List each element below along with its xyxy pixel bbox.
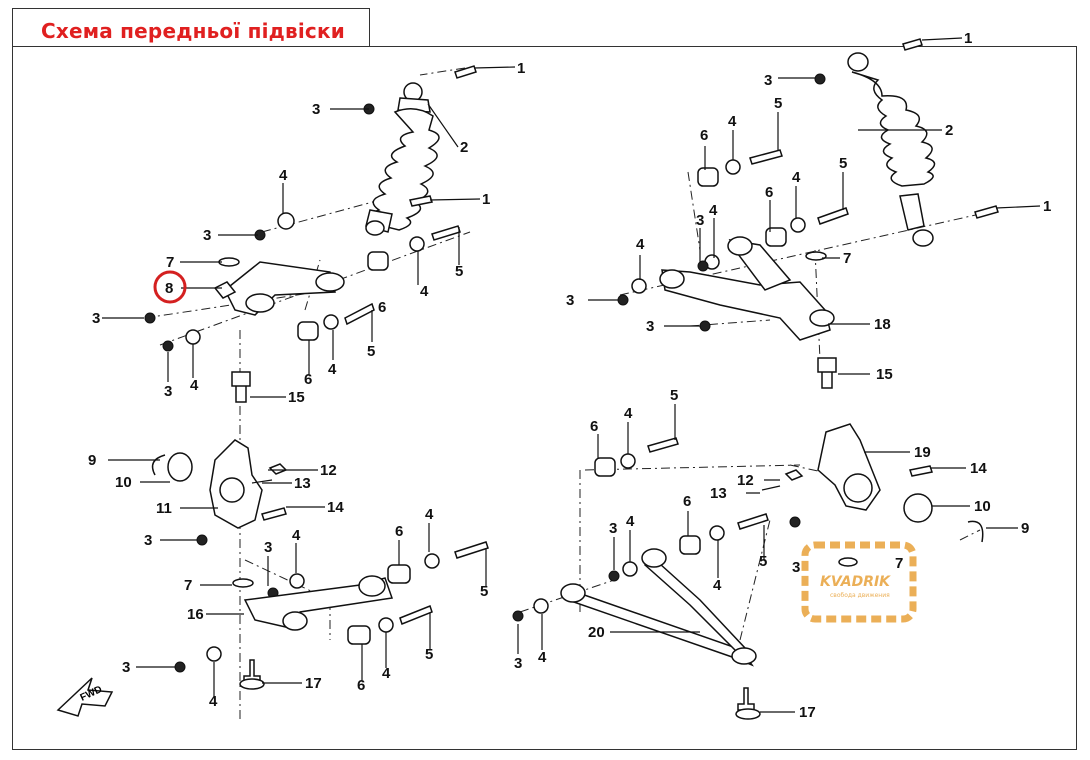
callout-6: 6 [765, 184, 773, 201]
callout-4: 4 [709, 202, 718, 219]
callout-15: 15 [288, 389, 305, 406]
callout-6: 6 [683, 493, 691, 510]
callout-1: 1 [1043, 198, 1051, 215]
callout-3: 3 [92, 310, 100, 327]
callout-7: 7 [166, 254, 174, 271]
watermark-brand: KVADRIK [820, 574, 891, 590]
callout-1: 1 [482, 191, 490, 208]
callout-3: 3 [646, 318, 654, 335]
callout-7: 7 [184, 577, 192, 594]
lower-a-arm-left [243, 575, 394, 631]
callout-17: 17 [799, 704, 816, 721]
callout-12: 12 [737, 472, 754, 489]
callout-labels: 1 2 1 3 4 3 7 8 3 5 4 6 5 4 6 3 4 15 12 … [88, 30, 1051, 721]
watermark-logo: KVADRIK свобода движения [801, 541, 917, 623]
callout-4: 4 [728, 113, 737, 130]
callout-4: 4 [420, 283, 429, 300]
steering-knuckle-left [209, 439, 263, 529]
shock-absorber-right [847, 52, 936, 247]
shock-absorber-left [365, 82, 440, 236]
callout-18: 18 [874, 316, 891, 333]
callout-4: 4 [328, 361, 337, 378]
callout-3: 3 [792, 559, 800, 576]
callout-9: 9 [88, 452, 96, 469]
watermark-tagline: свобода движения [830, 592, 890, 599]
callout-1: 1 [964, 30, 972, 47]
callout-4: 4 [624, 405, 633, 422]
callout-17: 17 [305, 675, 322, 692]
callout-6: 6 [590, 418, 598, 435]
callout-13: 13 [294, 475, 311, 492]
steering-knuckle-right [817, 423, 881, 511]
callout-5: 5 [670, 387, 678, 404]
callout-16: 16 [187, 606, 204, 623]
fwd-arrow: FWD [56, 677, 114, 717]
callout-4: 4 [636, 236, 645, 253]
callout-8: 8 [165, 280, 173, 297]
callout-6: 6 [304, 371, 312, 388]
callout-6: 6 [700, 127, 708, 144]
callout-3: 3 [696, 212, 704, 229]
callout-3: 3 [514, 655, 522, 672]
callout-3: 3 [264, 539, 272, 556]
callout-2: 2 [460, 139, 468, 156]
callout-3: 3 [122, 659, 130, 676]
callout-4: 4 [792, 169, 801, 186]
callout-14: 14 [327, 499, 344, 516]
diagram-frame [12, 46, 1077, 750]
page-title: Схема передньої підвіски [41, 19, 345, 43]
callout-14: 14 [970, 460, 987, 477]
callout-6: 6 [395, 523, 403, 540]
left-assembly: FWD [56, 65, 516, 720]
callout-4: 4 [425, 506, 434, 523]
highlight-circle-8 [153, 270, 187, 304]
callout-5: 5 [455, 263, 463, 280]
callout-7: 7 [895, 555, 903, 572]
callout-15: 15 [876, 366, 893, 383]
callout-3: 3 [312, 101, 320, 118]
callout-4: 4 [538, 649, 547, 666]
callout-9: 9 [1021, 520, 1029, 537]
callout-5: 5 [367, 343, 375, 360]
callout-6: 6 [357, 677, 365, 694]
callout-5: 5 [480, 583, 488, 600]
callout-3: 3 [566, 292, 574, 309]
callout-7: 7 [843, 250, 851, 267]
callout-19: 19 [914, 444, 931, 461]
upper-a-arm-right [659, 236, 835, 341]
callout-4: 4 [382, 665, 391, 682]
callout-2: 2 [945, 122, 953, 139]
callout-12: 12 [320, 462, 337, 479]
callout-4: 4 [626, 513, 635, 530]
callout-1: 1 [517, 60, 525, 77]
callout-4: 4 [209, 693, 218, 710]
callout-11: 11 [156, 500, 172, 517]
callout-4: 4 [713, 577, 722, 594]
callout-5: 5 [759, 553, 767, 570]
callout-3: 3 [764, 72, 772, 89]
callout-6: 6 [378, 299, 386, 316]
right-assembly [512, 37, 1041, 720]
callout-20: 20 [588, 624, 605, 641]
callout-10: 10 [974, 498, 991, 515]
callout-3: 3 [203, 227, 211, 244]
callout-4: 4 [292, 527, 301, 544]
callout-3: 3 [164, 383, 172, 400]
title-box: Схема передньої підвіски [12, 8, 370, 46]
lower-a-arm-right [560, 548, 757, 667]
callout-3: 3 [609, 520, 617, 537]
callout-5: 5 [425, 646, 433, 663]
upper-a-arm-left [213, 261, 345, 316]
callout-10: 10 [115, 474, 132, 491]
callout-4: 4 [279, 167, 288, 184]
callout-5: 5 [839, 155, 847, 172]
callout-5: 5 [774, 95, 782, 112]
callout-13: 13 [710, 485, 727, 502]
callout-4: 4 [190, 377, 199, 394]
callout-3: 3 [144, 532, 152, 549]
